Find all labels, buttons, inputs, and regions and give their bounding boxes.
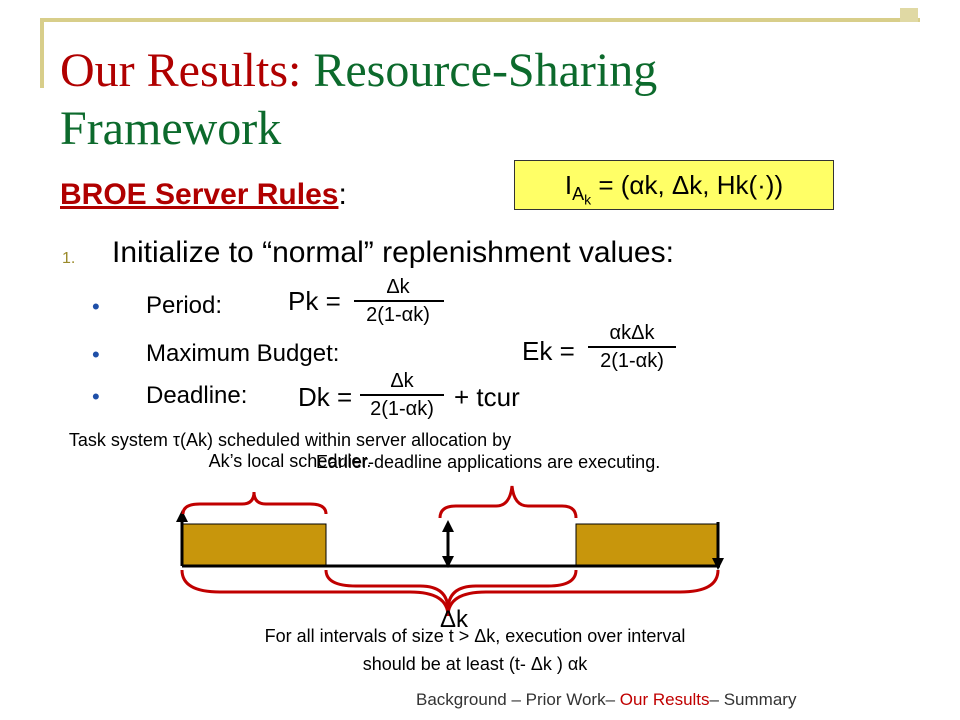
item-text: Initialize to “normal” replenishment val… — [112, 236, 674, 269]
interval-brace-inner — [324, 569, 578, 611]
bullet-dot: • — [92, 384, 100, 409]
title-frame-corner — [900, 8, 918, 22]
timeline-diagram — [176, 485, 724, 617]
title-frame-left — [40, 18, 44, 88]
bullet-budget-label: Maximum Budget: — [146, 340, 340, 367]
bullet-period-label: Period: — [146, 292, 223, 319]
earlier-deadline-brace — [438, 485, 578, 519]
footer-navigation: Background – Prior Work– Our Results– Su… — [416, 690, 796, 710]
up-arrow-icon — [176, 510, 188, 522]
deadline-numerator: Δk — [390, 370, 414, 392]
title-part-2: Resource-Sharing Framework — [60, 44, 658, 155]
deadline-plus-tcur: + tcur — [454, 382, 520, 412]
budget-numerator: αkΔk — [609, 322, 655, 344]
deadline-fraction-bar — [360, 394, 444, 396]
intervals-note-line2: should be at least (t- Δk ) αk — [362, 654, 588, 674]
period-denominator: 2(1-αk) — [366, 304, 430, 326]
subtitle-text: BROE Server Rules — [60, 178, 339, 211]
period-lhs: Pk = — [288, 286, 341, 316]
deadline-denominator: 2(1-αk) — [370, 398, 434, 420]
bullet-deadline-label: Deadline: — [146, 382, 248, 409]
server-block-2 — [575, 523, 718, 567]
subtitle-colon: : — [338, 178, 347, 211]
interface-lhs: I — [564, 170, 573, 200]
interval-brace-outer — [180, 569, 720, 617]
bullet-dot: • — [92, 294, 100, 319]
title-part-1: Our Results: — [60, 44, 302, 97]
server-allocation-brace — [181, 491, 328, 515]
slide-title: Our Results: Resource-Sharing Framework — [60, 42, 880, 158]
double-arrow-up-icon — [442, 520, 454, 532]
task-system-note: Task system τ(Ak) scheduled within serve… — [68, 430, 512, 471]
budget-denominator: 2(1-αk) — [600, 350, 664, 372]
budget-lhs: Ek = — [522, 336, 575, 366]
interface-box: IAk = (αk, Δk, Hk(·)) — [514, 160, 834, 210]
delta-label: Δk — [440, 606, 469, 633]
subtitle: BROE Server Rules: — [60, 178, 347, 212]
budget-fraction-bar — [588, 346, 676, 348]
item-number: 1. — [62, 250, 76, 267]
earlier-deadline-note: Earlier-deadline applications are execut… — [316, 452, 661, 472]
period-fraction-bar — [354, 300, 444, 302]
bullet-dot: • — [92, 342, 100, 367]
title-frame-top — [40, 18, 920, 22]
interface-subsub: k — [584, 191, 592, 208]
period-numerator: Δk — [386, 276, 410, 298]
interface-rhs: = (αk, Δk, Hk(·)) — [598, 170, 784, 200]
double-arrow-down-icon — [442, 556, 454, 568]
footer-part-1[interactable]: Background – Prior Work– — [416, 690, 620, 709]
intervals-note-line1: For all intervals of size t > Δk, execut… — [264, 626, 686, 646]
interface-sub: A — [572, 184, 585, 205]
down-arrow-icon — [712, 558, 724, 570]
footer-current[interactable]: Our Results — [619, 690, 710, 709]
footer-part-2[interactable]: – Summary — [709, 690, 797, 709]
server-block-1 — [182, 523, 327, 567]
deadline-lhs: Dk = — [298, 382, 353, 412]
